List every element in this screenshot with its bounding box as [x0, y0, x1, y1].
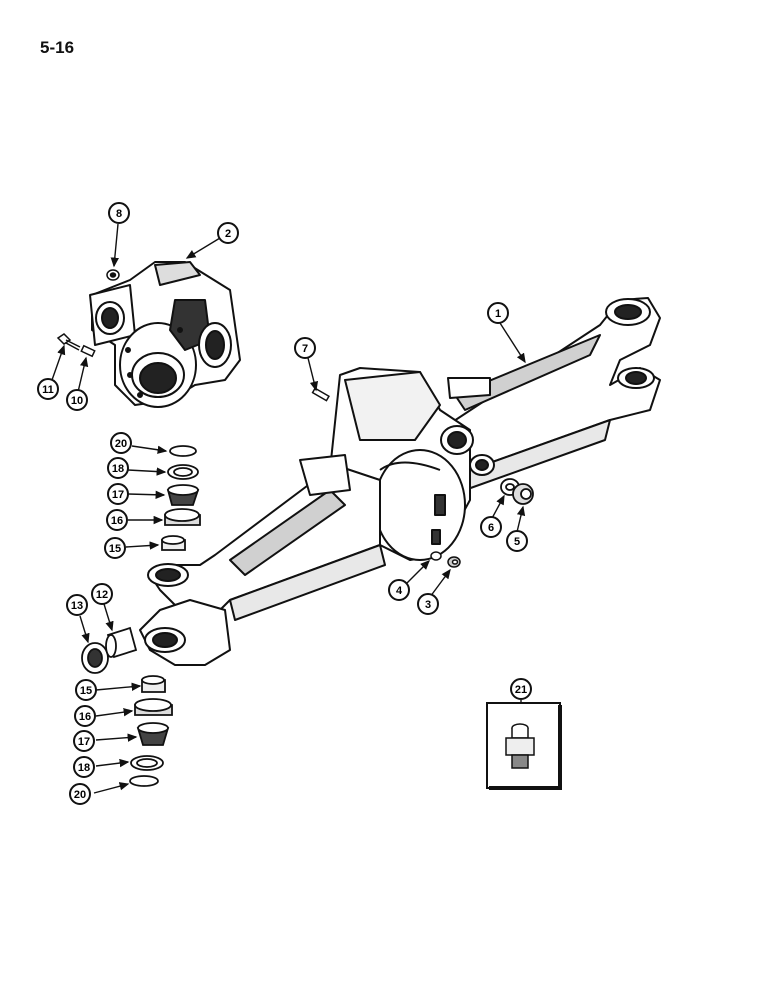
washer-4 [430, 551, 442, 561]
plug-5 [512, 483, 534, 505]
callout-13: 13 [66, 594, 88, 616]
callout-6: 6 [480, 516, 502, 538]
grease-fitting-21 [505, 723, 535, 769]
callout-16-upper: 16 [106, 509, 128, 531]
callout-3: 3 [417, 593, 439, 615]
svg-text:3: 3 [425, 599, 431, 611]
callout-18-lower: 18 [73, 756, 95, 778]
callout-20-upper: 20 [110, 432, 132, 454]
svg-text:20: 20 [74, 789, 86, 801]
inset-fitting-box [486, 702, 562, 790]
lower-bearing-stack [129, 675, 173, 787]
svg-text:1: 1 [495, 308, 501, 320]
svg-text:8: 8 [116, 208, 122, 220]
callout-21: 21 [510, 678, 532, 700]
svg-text:15: 15 [80, 685, 92, 697]
svg-text:15: 15 [109, 543, 121, 555]
svg-text:6: 6 [488, 522, 494, 534]
callout-1: 1 [487, 302, 509, 324]
svg-text:17: 17 [112, 489, 124, 501]
svg-text:18: 18 [78, 762, 90, 774]
snap-ring-upper [169, 445, 197, 457]
callout-8: 8 [108, 202, 130, 224]
svg-text:18: 18 [112, 463, 124, 475]
callout-7: 7 [294, 337, 316, 359]
callout-17-upper: 17 [107, 483, 129, 505]
callout-4: 4 [388, 579, 410, 601]
callout-15-lower: 15 [75, 679, 97, 701]
svg-text:10: 10 [71, 395, 83, 407]
callout-18-upper: 18 [107, 457, 129, 479]
svg-text:2: 2 [225, 228, 231, 240]
svg-text:20: 20 [115, 438, 127, 450]
svg-text:5: 5 [514, 536, 520, 548]
callout-15-upper: 15 [104, 537, 126, 559]
svg-text:4: 4 [396, 585, 403, 597]
callout-5: 5 [506, 530, 528, 552]
callout-2: 2 [217, 222, 239, 244]
callout-20-lower: 20 [69, 783, 91, 805]
svg-text:13: 13 [71, 600, 83, 612]
callout-12: 12 [91, 583, 113, 605]
leader-lines [51, 223, 526, 794]
stud-7 [311, 387, 330, 402]
svg-text:7: 7 [302, 343, 308, 355]
axle-beam [139, 297, 661, 666]
svg-text:12: 12 [96, 589, 108, 601]
nut-8 [106, 269, 120, 281]
callout-17-lower: 17 [73, 730, 95, 752]
upper-bearing-stack [161, 445, 201, 551]
callout-10: 10 [66, 389, 88, 411]
svg-text:16: 16 [111, 515, 123, 527]
callout-11: 11 [37, 378, 59, 400]
svg-text:11: 11 [42, 384, 54, 396]
page-number: 5-16 [40, 38, 75, 57]
knuckle-housing [89, 261, 241, 408]
pin-10 [80, 344, 96, 358]
plug-3 [447, 556, 461, 568]
bushing-12 [105, 626, 138, 659]
seal-13 [81, 642, 109, 674]
bolt-11 [56, 333, 81, 351]
svg-text:17: 17 [78, 736, 90, 748]
svg-text:21: 21 [515, 684, 527, 696]
callout-16-lower: 16 [74, 705, 96, 727]
svg-text:16: 16 [79, 711, 91, 723]
snap-ring-lower [129, 775, 159, 787]
